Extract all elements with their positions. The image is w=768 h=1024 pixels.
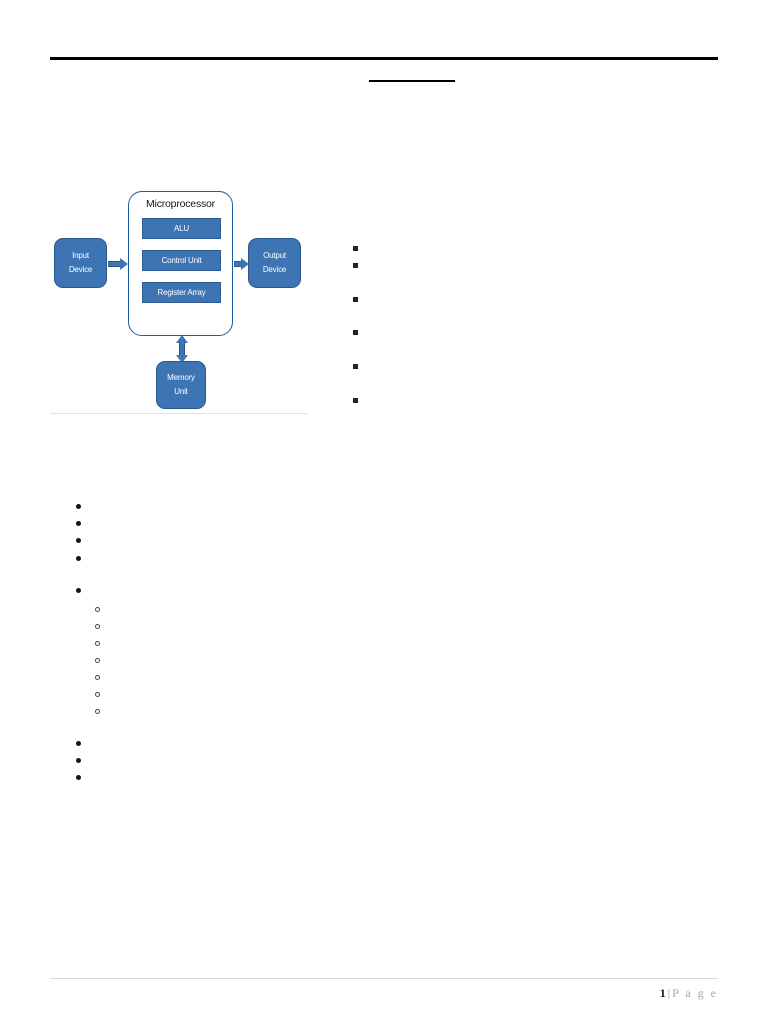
square-bullet-icon: [353, 263, 358, 268]
arrow-microprocessor-to-output: [234, 257, 249, 270]
sub-list-item: [95, 602, 109, 616]
diagram-canvas: Input Device Microprocessor ALU Control …: [50, 183, 308, 413]
circle-bullet-icon: [95, 658, 100, 663]
sub-list-item: [95, 653, 109, 667]
footer-page-number: 1: [659, 986, 666, 1000]
page-title: [369, 66, 455, 82]
input-device-label-line2: Device: [68, 265, 93, 274]
control-unit-box: Control Unit: [142, 250, 221, 271]
list-item: [76, 499, 90, 513]
disc-bullet-icon: [76, 775, 81, 780]
figure-microprocessor-diagram: Input Device Microprocessor ALU Control …: [50, 183, 308, 414]
arrow-input-to-microprocessor: [108, 257, 128, 270]
input-device-label-line1: Input: [72, 251, 89, 260]
footer-page-word: P a g e: [672, 986, 718, 1000]
list-item: [353, 292, 367, 306]
list-item: [76, 770, 90, 784]
memory-unit-label-line2: Unit: [174, 387, 188, 396]
disc-bullet-icon: [76, 504, 81, 509]
arrow-microprocessor-memory-bidirectional: [176, 335, 188, 363]
list-item: [76, 753, 90, 767]
input-device-box: Input Device: [54, 238, 107, 288]
list-item: [353, 325, 367, 339]
circle-bullet-icon: [95, 624, 100, 629]
circle-bullet-icon: [95, 641, 100, 646]
memory-unit-box: Memory Unit: [156, 361, 206, 409]
square-bullet-icon: [353, 246, 358, 251]
arrow-head-down-icon: [176, 355, 188, 363]
circle-bullet-icon: [95, 607, 100, 612]
disc-bullet-icon: [76, 538, 81, 543]
page-footer: 1|P a g e: [660, 985, 718, 1001]
list-item: [76, 516, 90, 530]
arrow-shaft: [179, 342, 185, 357]
sub-list-item: [95, 636, 109, 650]
list-item: [76, 551, 90, 565]
sub-list-item: [95, 670, 109, 684]
header-horizontal-rule: [50, 57, 718, 60]
footer-horizontal-rule: [50, 978, 718, 979]
disc-bullet-icon: [76, 741, 81, 746]
list-item: [353, 258, 367, 272]
arrow-head-right-icon: [241, 257, 249, 270]
output-device-label-line1: Output: [263, 251, 286, 260]
arrow-shaft: [108, 260, 121, 267]
disc-bullet-icon: [76, 758, 81, 763]
square-bullet-icon: [353, 330, 358, 335]
footer-separator: |: [667, 986, 671, 1000]
register-array-box: Register Array: [142, 282, 221, 303]
circle-bullet-icon: [95, 709, 100, 714]
sub-list-item: [95, 687, 109, 701]
page-heading: [50, 66, 718, 87]
list-item: [76, 533, 90, 547]
sub-list-item: [95, 704, 109, 718]
output-device-box: Output Device: [248, 238, 301, 288]
circle-bullet-icon: [95, 692, 100, 697]
microprocessor-title: Microprocessor: [146, 198, 215, 210]
list-item: [353, 359, 367, 373]
microprocessor-container: Microprocessor ALU Control Unit Register…: [128, 191, 233, 336]
output-device-label-line2: Device: [262, 265, 287, 274]
alu-box: ALU: [142, 218, 221, 239]
sub-list-item: [95, 619, 109, 633]
arrow-head-right-icon: [120, 257, 128, 270]
arrow-head-up-icon: [176, 335, 188, 343]
circle-bullet-icon: [95, 675, 100, 680]
list-item: [76, 583, 90, 597]
list-item: [353, 393, 367, 407]
memory-unit-label-line1: Memory: [167, 373, 195, 382]
square-bullet-icon: [353, 398, 358, 403]
list-item: [76, 736, 90, 750]
disc-bullet-icon: [76, 521, 81, 526]
square-bullet-icon: [353, 364, 358, 369]
disc-bullet-icon: [76, 588, 81, 593]
disc-bullet-icon: [76, 556, 81, 561]
arrow-shaft: [234, 260, 242, 267]
list-item: [353, 241, 367, 255]
square-bullet-icon: [353, 297, 358, 302]
